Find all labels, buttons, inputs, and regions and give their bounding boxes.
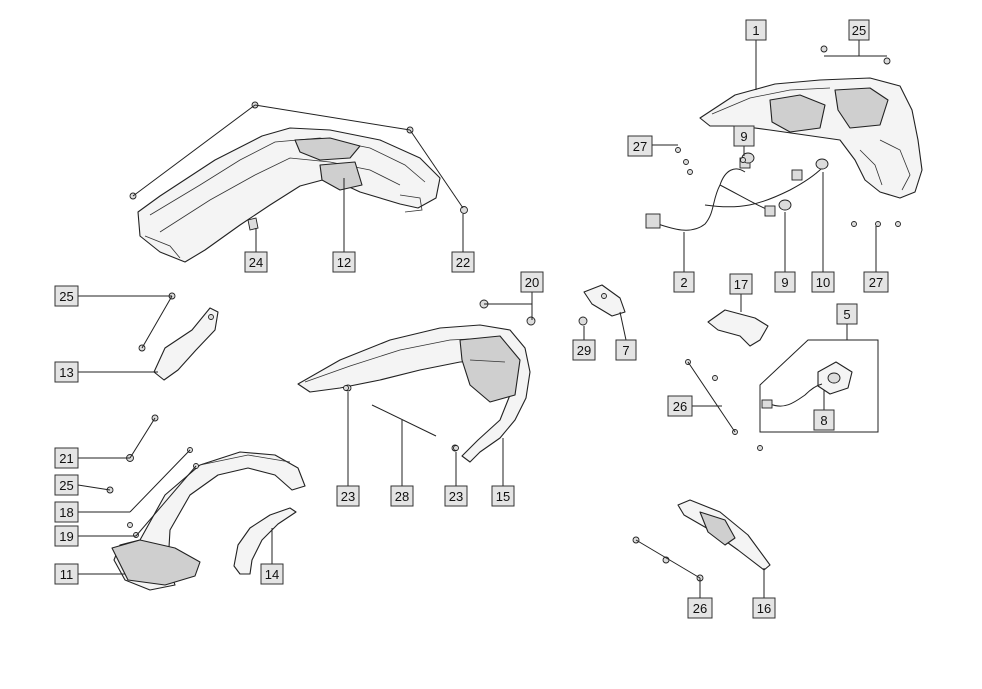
svg-text:15: 15 [496,489,510,504]
callout-23-right: 23 [444,485,468,507]
callout-9-lower: 9 [774,271,796,293]
callout-27-right: 27 [863,271,889,293]
wiring-harness-part-2 [645,152,829,231]
svg-text:1: 1 [752,23,759,38]
svg-text:9: 9 [740,129,747,144]
svg-text:8: 8 [820,413,827,428]
svg-text:21: 21 [59,451,73,466]
callout-23-left: 23 [336,485,360,507]
callout-1: 1 [745,19,767,41]
callout-18: 18 [54,501,79,523]
svg-text:25: 25 [59,289,73,304]
bracket-part-17 [707,309,769,347]
svg-text:5: 5 [843,307,850,322]
callout-12: 12 [332,251,356,273]
svg-text:11: 11 [60,567,74,582]
nut-part-29 [578,316,588,326]
callout-14: 14 [260,563,284,585]
callout-16: 16 [752,597,776,619]
callout-9-upper: 9 [733,125,755,147]
svg-text:28: 28 [395,489,409,504]
svg-text:16: 16 [757,601,771,616]
svg-text:24: 24 [249,255,263,270]
svg-text:10: 10 [816,275,830,290]
callout-8: 8 [813,409,835,431]
callout-15: 15 [491,485,515,507]
svg-text:26: 26 [693,601,707,616]
callout-25-lower: 25 [54,474,79,496]
fender-trim-part-14 [233,507,297,575]
svg-text:27: 27 [633,139,647,154]
svg-text:25: 25 [852,23,866,38]
svg-text:26: 26 [673,399,687,414]
callout-22: 22 [451,251,475,273]
svg-text:23: 23 [341,489,355,504]
svg-text:19: 19 [59,529,73,544]
callout-26-lower: 26 [687,597,713,619]
svg-text:20: 20 [525,275,539,290]
callout-11: 11 [54,563,79,585]
callout-20: 20 [520,271,544,293]
rear-frame-part-15 [297,299,536,463]
svg-text:14: 14 [265,567,279,582]
svg-text:27: 27 [869,275,883,290]
svg-text:9: 9 [781,275,788,290]
callout-29: 29 [572,339,596,361]
callout-27-left: 27 [627,135,653,157]
callout-10: 10 [811,271,835,293]
callout-5: 5 [836,303,858,325]
leader-lines [77,40,887,598]
svg-text:13: 13 [59,365,73,380]
callout-26-mid: 26 [667,395,693,417]
svg-text:2: 2 [680,275,687,290]
svg-text:25: 25 [59,478,73,493]
rear-undertray-part-12 [129,101,468,263]
callout-21: 21 [54,447,79,469]
rear-fender-part-11 [106,414,306,591]
tail-fairing-part-1 [699,77,923,199]
callout-7: 7 [615,339,637,361]
license-bracket-part-16 [632,499,771,582]
svg-text:18: 18 [59,505,73,520]
callout-25-top: 25 [848,19,870,41]
callout-19: 19 [54,525,79,547]
callout-17: 17 [729,273,753,295]
mounting-bracket-part-13 [138,292,219,381]
svg-text:29: 29 [577,343,591,358]
callout-13: 13 [54,361,79,383]
callout-24: 24 [244,251,268,273]
callout-28: 28 [390,485,414,507]
svg-text:23: 23 [449,489,463,504]
svg-text:22: 22 [456,255,470,270]
inset-box-part-5 [759,339,879,433]
callout-25-mid: 25 [54,285,79,307]
reflector-part-7 [583,284,626,317]
svg-text:17: 17 [734,277,748,292]
callout-2: 2 [673,271,695,293]
svg-text:12: 12 [337,255,351,270]
svg-text:7: 7 [622,343,629,358]
